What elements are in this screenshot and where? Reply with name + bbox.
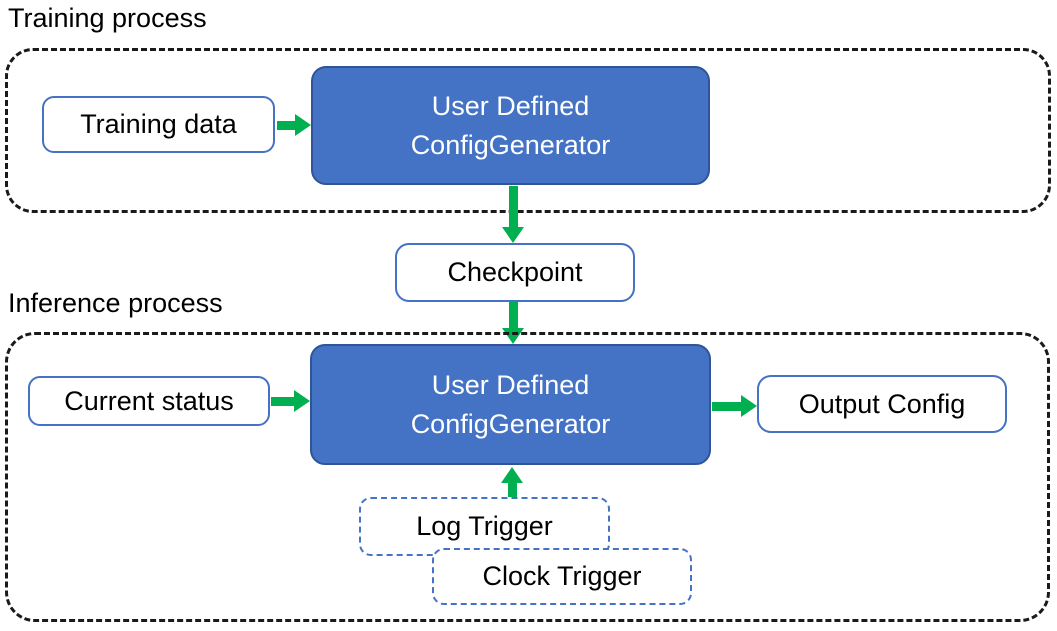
training-config-generator-box: User Defined ConfigGenerator — [311, 66, 710, 185]
arrow-shaft — [277, 120, 295, 130]
arrow-current-status-to-generator — [271, 390, 310, 412]
generator-label-line1: User Defined — [431, 90, 590, 121]
current-status-box: Current status — [28, 376, 270, 426]
clock-trigger-box: Clock Trigger — [432, 548, 692, 605]
arrow-shaft — [712, 401, 741, 411]
training-process-container — [5, 48, 1051, 213]
arrow-generator-to-checkpoint — [502, 186, 524, 243]
checkpoint-box: Checkpoint — [395, 243, 635, 302]
arrow-head — [295, 114, 311, 136]
training-data-box: Training data — [42, 96, 275, 153]
arrow-generator-to-output-config — [712, 395, 757, 417]
arrow-head — [294, 390, 310, 412]
generator-label-line1: User Defined — [431, 369, 590, 400]
inference-process-container — [5, 332, 1050, 622]
arrow-training-data-to-generator — [277, 114, 311, 136]
arrow-triggers-to-generator — [501, 467, 523, 498]
arrow-head — [741, 395, 757, 417]
generator-label-line2: ConfigGenerator — [410, 408, 611, 439]
arrow-shaft — [507, 483, 517, 498]
arrow-shaft — [508, 302, 518, 328]
training-process-label: Training process — [8, 3, 207, 33]
inference-process-label: Inference process — [8, 288, 223, 318]
generator-label-line2: ConfigGenerator — [410, 129, 611, 160]
arrow-shaft — [271, 396, 294, 406]
arrow-head — [501, 467, 523, 483]
arrow-shaft — [508, 186, 518, 227]
arrow-head — [502, 227, 524, 243]
inference-config-generator-box: User Defined ConfigGenerator — [310, 344, 711, 465]
output-config-box: Output Config — [757, 375, 1007, 433]
